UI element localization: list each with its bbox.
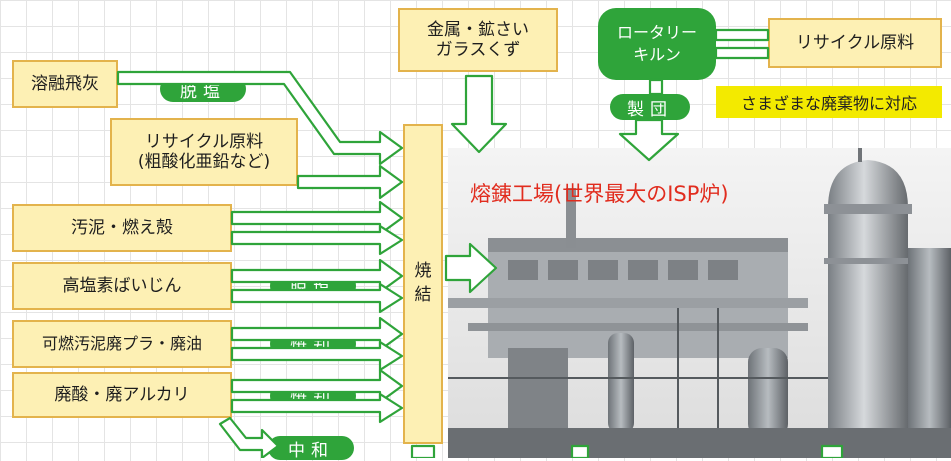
bottom-stub-3	[820, 444, 844, 458]
metal-slag-label: 金属・鉱さい	[427, 19, 529, 40]
bottom-stub-1	[410, 444, 436, 458]
smelter-title: 熔錬工場(世界最大のISP炉)	[470, 182, 729, 206]
arrow-neutralize	[218, 416, 280, 458]
sinter-char-1: 焼	[414, 261, 432, 282]
fly-ash-label: 溶融飛灰	[31, 73, 99, 94]
metal-slag-box: 金属・鉱さい ガラスくず	[398, 8, 558, 72]
recycle-raw-sublabel: (粗酸化亜鉛など)	[137, 152, 271, 172]
recycle-raw-box: リサイクル原料 (粗酸化亜鉛など)	[110, 118, 298, 186]
arrow-kiln-down	[648, 78, 664, 96]
recycle-raw-right-box: リサイクル原料	[768, 18, 942, 68]
bottom-stub-2	[570, 444, 590, 458]
sintering-block: 焼 結	[403, 124, 443, 444]
arrow-sludge	[230, 200, 404, 236]
acid-alkali-label: 廃酸・廃アルカリ	[54, 384, 190, 405]
recycle-raw-label: リサイクル原料	[144, 131, 264, 152]
arrow-sinter-to-smelter	[444, 242, 498, 294]
pelletizing-pill: 製団	[610, 94, 690, 120]
acid-alkali-box: 廃酸・廃アルカリ	[12, 372, 232, 418]
arrow-combustible-2	[230, 340, 404, 372]
arrow-combustible	[230, 316, 404, 352]
arrow-fly-ash	[116, 70, 404, 166]
sludge-ash-box: 汚泥・燃え殻	[12, 204, 232, 252]
glass-waste-label: ガラスくず	[435, 40, 521, 60]
arrow-sludge-2	[230, 224, 404, 256]
kiln-label-line1: ロータリー	[616, 23, 697, 43]
smelter-plant-illustration	[448, 148, 951, 458]
arrow-recycle-to-kiln-2	[714, 46, 770, 60]
smelter-photo	[448, 148, 951, 458]
kiln-label-line2: キルン	[633, 45, 681, 64]
sludge-ash-label: 汚泥・燃え殻	[71, 217, 173, 238]
arrow-chlorine-2	[230, 282, 404, 314]
arrow-acid-alkali-2	[230, 392, 404, 424]
rotary-kiln: ロータリー キルン	[598, 8, 716, 80]
chlorine-dust-label: 高塩素ばいじん	[62, 275, 182, 296]
neutralization-pill: 中和	[268, 436, 354, 461]
various-waste-note: さまざまな廃棄物に対応	[716, 86, 942, 118]
arrow-metal-down	[450, 74, 508, 154]
arrow-recycle-to-kiln	[714, 28, 770, 42]
combustible-waste-label: 可燃汚泥廃プラ・廃油	[41, 334, 202, 354]
combustible-waste-box: 可燃汚泥廃プラ・廃油	[12, 320, 232, 368]
arrow-chlorine	[230, 258, 404, 294]
fly-ash-box: 溶融飛灰	[12, 60, 118, 108]
chlorine-dust-box: 高塩素ばいじん	[12, 262, 232, 310]
sinter-char-2: 結	[414, 285, 432, 305]
arrow-recycle-raw	[296, 164, 404, 200]
arrow-acid-alkali	[230, 368, 404, 404]
recycle-raw-right-label: リサイクル原料	[795, 32, 915, 53]
arrow-pellet-down	[618, 118, 680, 162]
